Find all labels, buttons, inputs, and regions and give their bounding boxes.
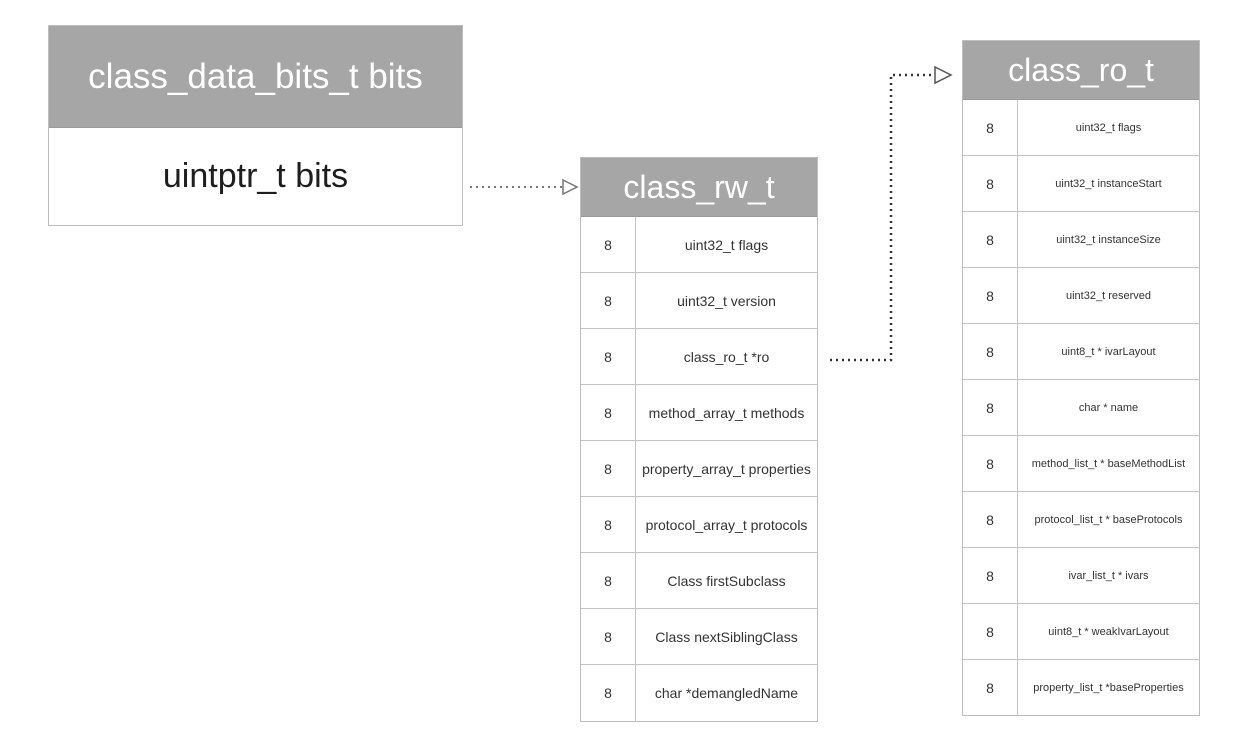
row-size: 8 bbox=[581, 609, 636, 664]
class-data-bits-box: class_data_bits_t bits uintptr_t bits bbox=[48, 25, 463, 226]
row-size: 8 bbox=[581, 497, 636, 552]
class-ro-title: class_ro_t bbox=[963, 41, 1199, 100]
arrow-rw-ro-to-class-ro bbox=[830, 65, 953, 362]
row-size: 8 bbox=[963, 492, 1018, 547]
row-size: 8 bbox=[963, 604, 1018, 659]
row-field: uint32_t instanceSize bbox=[1056, 233, 1161, 246]
row-size: 8 bbox=[581, 665, 636, 721]
row-field: uint32_t flags bbox=[1075, 121, 1142, 134]
table-row: 8 uint32_t flags bbox=[963, 100, 1199, 156]
row-field: method_array_t methods bbox=[648, 404, 805, 421]
row-field: char * name bbox=[1078, 401, 1139, 414]
arrow-bits-to-rw bbox=[470, 178, 579, 196]
row-field: ivar_list_t * ivars bbox=[1068, 569, 1149, 582]
table-row: 8 uint32_t flags bbox=[581, 217, 817, 273]
table-row: 8 char * name bbox=[963, 380, 1199, 436]
row-field: uint32_t instanceStart bbox=[1055, 177, 1162, 190]
table-row: 8 uint32_t instanceSize bbox=[963, 212, 1199, 268]
table-row: 8 protocol_array_t protocols bbox=[581, 497, 817, 553]
row-size: 8 bbox=[581, 441, 636, 496]
class-rw-title: class_rw_t bbox=[581, 158, 817, 217]
table-row: 8 property_array_t properties bbox=[581, 441, 817, 497]
row-size: 8 bbox=[963, 156, 1018, 211]
row-size: 8 bbox=[581, 329, 636, 384]
table-row: 8 Class nextSiblingClass bbox=[581, 609, 817, 665]
table-row: 8 class_ro_t *ro bbox=[581, 329, 817, 385]
row-field: Class nextSiblingClass bbox=[655, 628, 798, 645]
table-row: 8 uint8_t * weakIvarLayout bbox=[963, 604, 1199, 660]
table-row: 8 ivar_list_t * ivars bbox=[963, 548, 1199, 604]
table-row: 8 Class firstSubclass bbox=[581, 553, 817, 609]
row-field: class_ro_t *ro bbox=[683, 348, 770, 365]
table-row: 8 protocol_list_t * baseProtocols bbox=[963, 492, 1199, 548]
table-row: 8 uint32_t version bbox=[581, 273, 817, 329]
row-field: uint32_t version bbox=[677, 292, 776, 309]
row-field: property_list_t *baseProperties bbox=[1033, 682, 1184, 694]
row-size: 8 bbox=[963, 660, 1018, 716]
row-field: uint32_t flags bbox=[684, 236, 769, 253]
table-row: 8 uint8_t * ivarLayout bbox=[963, 324, 1199, 380]
row-field: method_list_t * baseMethodList bbox=[1031, 457, 1186, 470]
row-field: property_array_t properties bbox=[642, 460, 811, 477]
table-row: 8 method_list_t * baseMethodList bbox=[963, 436, 1199, 492]
row-size: 8 bbox=[963, 212, 1018, 267]
class-rw-box: class_rw_t 8 uint32_t flags 8 uint32_t ver… bbox=[580, 157, 818, 722]
table-row: 8 property_list_t *baseProperties bbox=[963, 660, 1199, 716]
class-ro-box: class_ro_t 8 uint32_t flags 8 uint32_t ins… bbox=[962, 40, 1200, 716]
row-size: 8 bbox=[963, 324, 1018, 379]
table-row: 8 char *demangledName bbox=[581, 665, 817, 721]
row-field: uint8_t * weakIvarLayout bbox=[1048, 625, 1169, 638]
row-field: char *demangledName bbox=[654, 685, 799, 701]
row-size: 8 bbox=[963, 380, 1018, 435]
row-field: Class firstSubclass bbox=[667, 572, 786, 589]
row-size: 8 bbox=[581, 385, 636, 440]
row-size: 8 bbox=[963, 268, 1018, 323]
class-data-bits-title: class_data_bits_t bits bbox=[49, 26, 462, 128]
table-row: 8 method_array_t methods bbox=[581, 385, 817, 441]
row-size: 8 bbox=[581, 273, 636, 328]
class-rw-rows: 8 uint32_t flags 8 uint32_t version 8 class… bbox=[581, 217, 817, 721]
row-size: 8 bbox=[581, 217, 636, 272]
row-field: uint32_t reserved bbox=[1066, 289, 1151, 302]
row-size: 8 bbox=[963, 548, 1018, 603]
table-row: 8 uint32_t reserved bbox=[963, 268, 1199, 324]
row-field: uint8_t * ivarLayout bbox=[1061, 345, 1156, 358]
row-size: 8 bbox=[581, 553, 636, 608]
row-field: protocol_array_t protocols bbox=[645, 516, 808, 533]
table-row: 8 uint32_t instanceStart bbox=[963, 156, 1199, 212]
row-field: protocol_list_t * baseProtocols bbox=[1034, 513, 1183, 526]
row-size: 8 bbox=[963, 100, 1018, 155]
uintptr-bits-field: uintptr_t bits bbox=[162, 157, 349, 195]
row-size: 8 bbox=[963, 436, 1018, 491]
